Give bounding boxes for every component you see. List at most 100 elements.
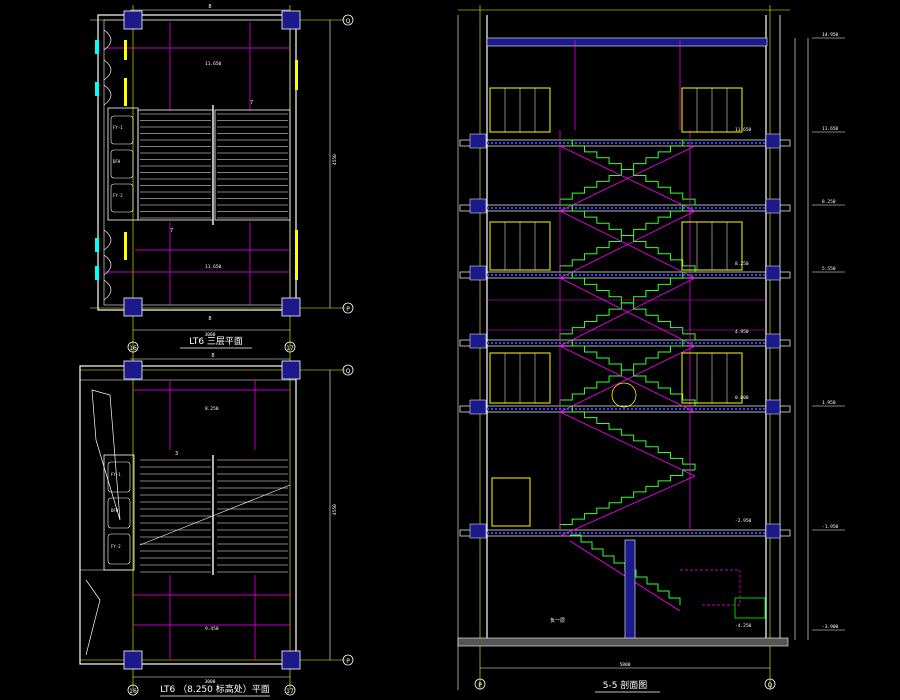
level-label: 1.950 <box>822 400 836 406</box>
door-swing <box>103 279 112 301</box>
stair-steps <box>560 405 696 470</box>
plan-lower: 16 17 Q P 8 3000 4550 FY-1 DFH FY-2 8.25… <box>79 350 354 697</box>
level-label: -1.950 <box>822 524 839 530</box>
door-swing <box>103 29 112 51</box>
grid-bubble-q <box>342 14 354 26</box>
floor-slab <box>459 139 791 147</box>
column <box>281 10 301 30</box>
floor-slabs <box>459 133 791 539</box>
plan-lower-title: LT6 （8.250 标高处）平面 <box>160 683 270 695</box>
door-tag <box>95 266 99 280</box>
beam <box>469 265 487 281</box>
beam <box>765 133 781 149</box>
floor-slab <box>459 529 791 537</box>
window <box>124 40 127 60</box>
grid-label-16: 16 <box>129 345 137 352</box>
level-label: 11.650 <box>205 61 222 67</box>
floor-slab <box>459 339 791 347</box>
column <box>281 297 301 317</box>
grid-label-16: 16 <box>129 688 137 695</box>
detail-circle <box>611 382 637 408</box>
bottom-label: 负一层 <box>550 617 565 624</box>
grid-bubble-16 <box>127 684 139 696</box>
door-tag <box>95 40 99 54</box>
beam <box>765 265 781 281</box>
stair-steps <box>560 271 696 340</box>
beam <box>469 133 487 149</box>
door-swing <box>103 59 112 81</box>
stair-steps <box>559 139 695 205</box>
column <box>123 10 143 30</box>
wall-outline <box>97 14 297 311</box>
grid-bubble-17 <box>284 684 296 696</box>
section-title: 5-5 剖面图 <box>603 679 648 691</box>
floor-slab <box>459 405 791 413</box>
stair-stringer <box>559 345 696 413</box>
landing-edge <box>85 579 101 656</box>
dim-width: 5800 <box>620 662 631 668</box>
level-label: 11.650 <box>735 127 752 133</box>
shaft-fy2 <box>107 533 131 565</box>
level-label: 9.450 <box>205 626 219 632</box>
window-frames <box>489 87 743 527</box>
stair-flight-right <box>217 459 288 573</box>
shaft-dfh <box>107 497 131 529</box>
door-swing <box>103 254 112 276</box>
shaft-fy2 <box>110 183 134 213</box>
stair-steps <box>560 339 696 406</box>
beam <box>765 399 781 415</box>
stair-flight-left <box>140 113 211 219</box>
beam <box>469 198 487 214</box>
stair-stringer <box>559 411 696 477</box>
grid-bubble-q <box>342 364 354 376</box>
plan-upper: 16 17 Q P 8 8 3000 4550 FY-1 DFH FY-2 11… <box>90 4 354 353</box>
grid-label-17: 17 <box>286 688 294 695</box>
level-label: 14.950 <box>822 32 839 38</box>
stair-stringer <box>559 277 696 347</box>
stair-stringer <box>559 210 696 279</box>
room-label: FY-2 <box>113 193 123 198</box>
stair-steps <box>560 139 696 205</box>
shaft-outline <box>103 454 135 571</box>
stair-mark: 7 <box>250 100 253 106</box>
stair-stringer <box>559 475 696 537</box>
door-tag <box>95 238 99 252</box>
window <box>124 78 127 106</box>
wall-outline <box>79 365 297 665</box>
column <box>123 360 143 380</box>
room-label: DFH <box>113 159 121 164</box>
grid-bubble-p <box>342 654 354 666</box>
door-swing <box>103 229 112 251</box>
grid-label-17: 17 <box>286 345 294 352</box>
grid-label-q: Q <box>768 682 773 689</box>
level-label: 8.250 <box>205 406 219 412</box>
column <box>281 650 301 670</box>
stair-flight-left <box>140 459 211 573</box>
window-mullions <box>504 88 728 403</box>
dim-top: 8 <box>211 353 214 359</box>
level-label: 5.550 <box>822 266 836 272</box>
window <box>295 230 298 280</box>
shaft-fy1 <box>107 461 131 493</box>
door-tag <box>95 82 99 96</box>
stair-flights <box>559 139 696 612</box>
grid-label-p: P <box>346 306 350 313</box>
column <box>123 650 143 670</box>
room-label: FY-2 <box>111 544 121 549</box>
room-label: DFH <box>111 508 119 513</box>
stair-stringer <box>559 145 696 212</box>
wall-inner-outline <box>103 19 291 306</box>
beam <box>765 198 781 214</box>
window-frame <box>491 477 531 527</box>
level-label: 11.650 <box>205 264 222 270</box>
grid-label-p: P <box>346 658 350 665</box>
bottom-stair <box>734 597 766 619</box>
beam <box>469 523 487 539</box>
dim-width: 3000 <box>205 332 216 338</box>
shaft-fy1 <box>110 115 134 145</box>
landing-edge <box>91 389 121 521</box>
